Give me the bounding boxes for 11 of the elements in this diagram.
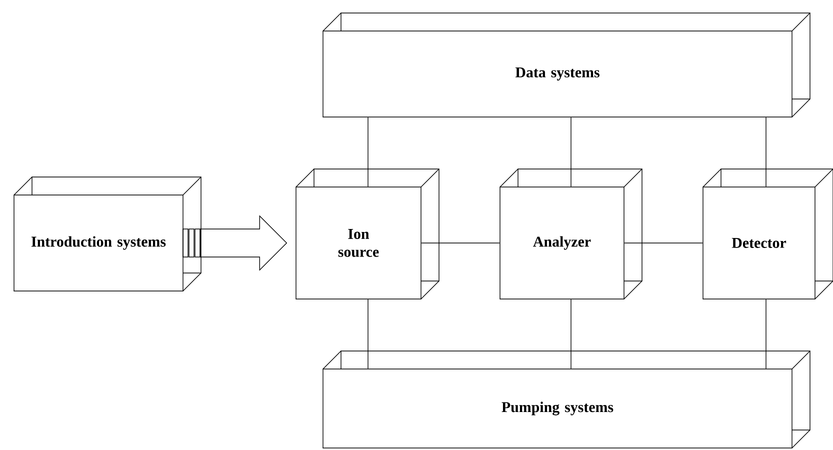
box-3d: Pumping systems	[322, 350, 810, 448]
box-3d: Ion source	[296, 168, 440, 300]
box-3d: Introduction systems	[14, 176, 202, 292]
box-3d: Detector	[702, 168, 833, 300]
connector-line	[421, 242, 500, 244]
box-3d: Analyzer	[500, 168, 642, 300]
block-arrow	[200, 215, 288, 271]
box-3d: Data systems	[322, 12, 810, 118]
connector-line	[624, 242, 703, 244]
connector-line	[570, 117, 572, 187]
connector-line	[570, 299, 572, 369]
